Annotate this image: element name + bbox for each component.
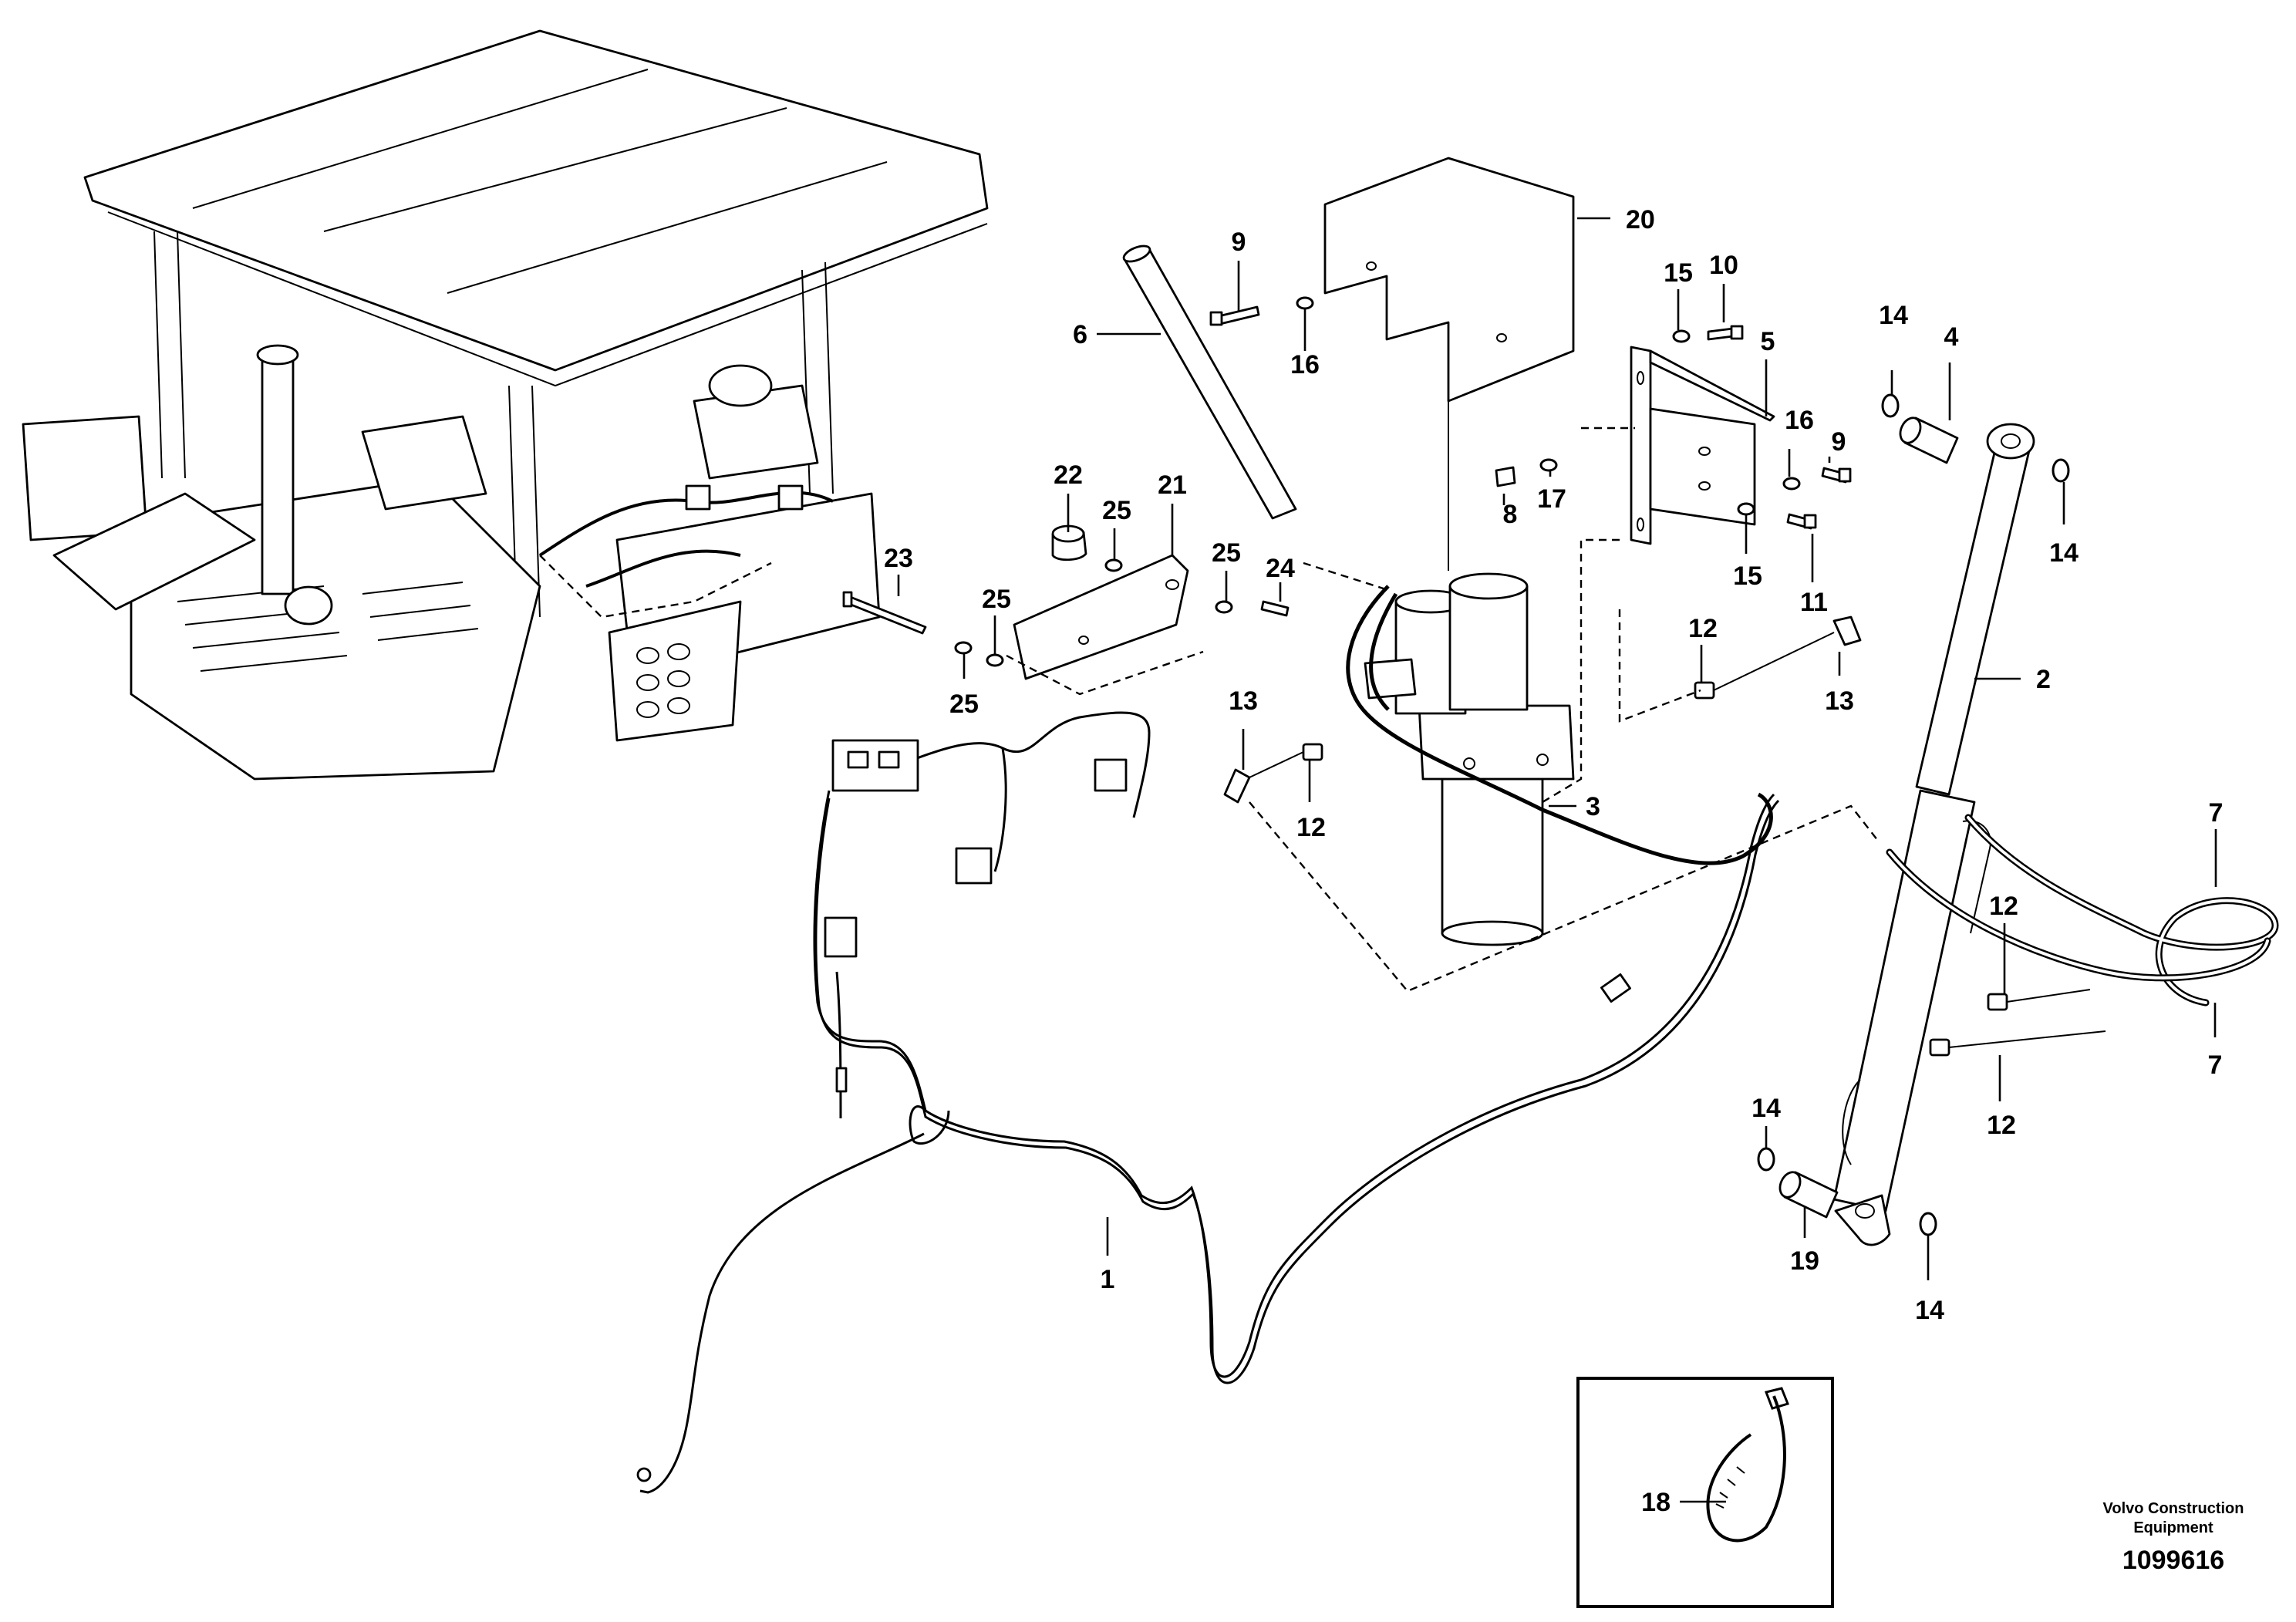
rod-part — [1122, 244, 1297, 520]
mounting-bracket-part — [1630, 346, 1775, 545]
callout-7-lower: 7 — [2208, 1050, 2223, 1080]
callout-21: 21 — [1158, 470, 1187, 500]
callout-8: 8 — [1503, 500, 1518, 529]
footer: Volvo Construction Equipment 1099616 — [2103, 1500, 2244, 1575]
callout-5: 5 — [1761, 327, 1775, 356]
callout-labels: 6 9 16 20 15 10 5 16 9 8 17 15 11 12 13 … — [884, 205, 2223, 1517]
callout-16-right: 16 — [1785, 406, 1814, 435]
pin-upper-part — [1899, 416, 1959, 464]
callout-23: 23 — [884, 544, 913, 573]
credit-line-2: Equipment — [2133, 1519, 2213, 1536]
pin-lower-part — [1778, 1171, 1839, 1219]
callout-25-upper-right: 25 — [1212, 538, 1241, 568]
callout-3: 3 — [1586, 792, 1600, 821]
callout-2: 2 — [2036, 665, 2051, 694]
leader-lines — [897, 217, 2217, 1503]
hydraulic-hoses — [1886, 814, 2279, 1007]
callout-14-bottom-left: 14 — [1752, 1094, 1781, 1123]
callout-20: 20 — [1626, 205, 1655, 234]
callout-10: 10 — [1709, 251, 1738, 280]
callout-15-upper: 15 — [1664, 258, 1693, 288]
callout-16-upper: 16 — [1290, 350, 1320, 379]
callout-25-upper-left: 25 — [1102, 496, 1131, 525]
hydraulic-pump-unit — [1346, 572, 1773, 946]
callout-4: 4 — [1944, 322, 1959, 352]
callout-1: 1 — [1101, 1265, 1115, 1294]
cover-plate-part — [1323, 157, 1575, 403]
callout-22: 22 — [1054, 460, 1083, 490]
callout-11: 11 — [1800, 588, 1828, 617]
cable-harness-part — [636, 711, 1780, 1494]
phantom-lines — [1006, 427, 1879, 993]
callout-19: 19 — [1790, 1246, 1819, 1276]
cap-part — [1051, 524, 1087, 561]
callout-15-lower: 15 — [1733, 561, 1762, 591]
callout-14-top-right: 14 — [2049, 538, 2079, 568]
credit-line-1: Volvo Construction — [2103, 1500, 2244, 1517]
callout-13-right: 13 — [1825, 686, 1854, 716]
callout-9-right: 9 — [1832, 427, 1846, 457]
hardware-washers — [954, 296, 1801, 667]
callout-24: 24 — [1266, 554, 1295, 583]
callout-13-left: 13 — [1229, 686, 1258, 716]
callout-14-top-left: 14 — [1879, 301, 1908, 330]
machine-overview — [22, 29, 989, 781]
callout-18: 18 — [1641, 1488, 1671, 1517]
callout-25-lower: 25 — [949, 690, 979, 719]
callout-9-upper: 9 — [1232, 228, 1246, 257]
callout-12-upper-right: 12 — [1989, 892, 2018, 921]
callout-12-left: 12 — [1296, 813, 1326, 842]
hardware-bolts — [842, 305, 1852, 635]
support-bracket-part — [1013, 554, 1189, 680]
cable-tie-inset — [1576, 1377, 1834, 1608]
callout-12-lower-right: 12 — [1987, 1111, 2016, 1140]
callout-7-upper: 7 — [2209, 798, 2224, 828]
hydraulic-fittings — [1223, 615, 2008, 1057]
callout-25-middle: 25 — [982, 585, 1011, 614]
callout-6: 6 — [1073, 320, 1087, 349]
callout-14-bottom-right: 14 — [1915, 1296, 1944, 1325]
callout-12-middle: 12 — [1688, 614, 1718, 643]
document-number: 1099616 — [2122, 1546, 2224, 1575]
callout-17: 17 — [1537, 484, 1566, 514]
